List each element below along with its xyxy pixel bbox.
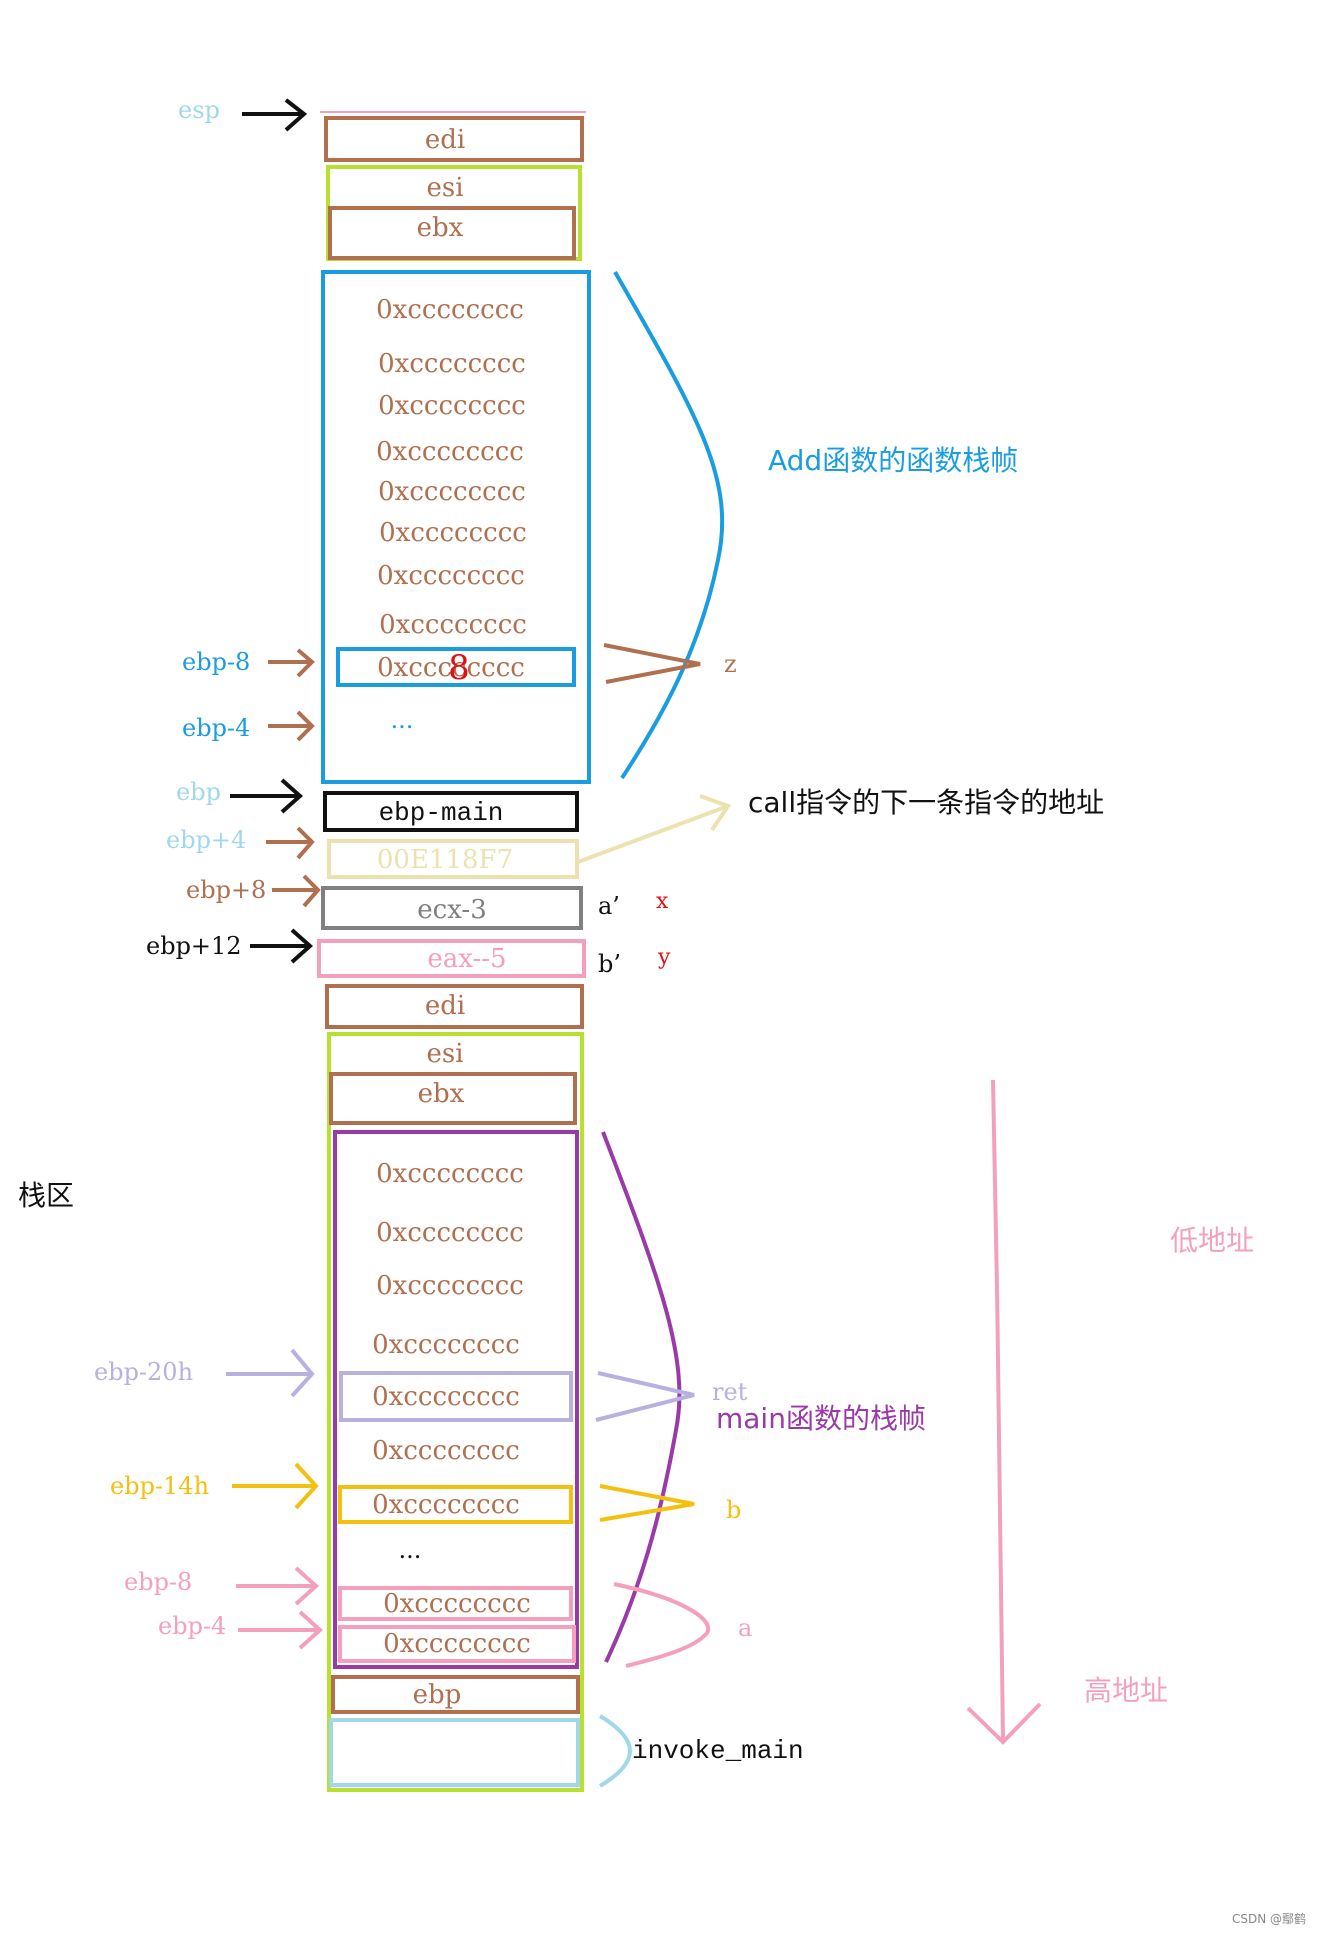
main-ellipsis: ... <box>399 1536 422 1564</box>
ret-addr-arrow <box>577 794 732 864</box>
y-label: y <box>657 945 671 970</box>
address-direction-line <box>991 1079 1005 1741</box>
main-cell-8: 0xcccccccc <box>383 1589 531 1619</box>
add-cell-7: 0xcccccccc <box>377 561 525 591</box>
main-ret-cell <box>339 1371 573 1422</box>
invoke-main-label: invoke_main <box>632 1736 804 1766</box>
low-address-label: 低地址 <box>1170 1224 1254 1257</box>
add-ebp-minus-4-arrow <box>268 710 315 742</box>
eax-label: eax--5 <box>427 944 506 974</box>
ecx-label: ecx-3 <box>417 895 486 925</box>
main-cell-2: 0xcccccccc <box>376 1218 524 1248</box>
add-cell-3: 0xcccccccc <box>378 391 526 421</box>
stack-area-label: 栈区 <box>18 1179 74 1212</box>
ebx-cell-top <box>328 206 576 260</box>
edi-cell-top <box>324 116 584 162</box>
ret-label: ret <box>712 1378 748 1406</box>
high-address-label: 高地址 <box>1084 1674 1168 1707</box>
add-cell-2: 0xcccccccc <box>378 349 526 379</box>
esp-label: esp <box>178 96 220 124</box>
main-cell-4: 0xcccccccc <box>372 1330 520 1360</box>
esp-arrow <box>242 98 308 132</box>
ebp-label-bottom: ebp <box>413 1680 462 1710</box>
main-cell-9: 0xcccccccc <box>383 1629 531 1659</box>
a-curve <box>613 1582 711 1668</box>
ret-addr-label: 00E118F7 <box>377 845 513 875</box>
main-b-cell <box>338 1485 573 1524</box>
main-ebp-minus-20h-arrow <box>226 1348 315 1398</box>
invoke-main-brace <box>598 1714 632 1788</box>
edi-label-top: edi <box>425 125 465 155</box>
main-cell-3: 0xcccccccc <box>376 1271 524 1301</box>
add-ebp-minus-4-label: ebp-4 <box>182 714 250 742</box>
add-ebp-minus-8-label: ebp-8 <box>182 648 250 676</box>
main-a-cell-1 <box>338 1586 573 1621</box>
esi-label-top: esi <box>426 173 463 203</box>
main-a-cell-2 <box>338 1625 576 1663</box>
main-outer-box <box>327 1032 584 1792</box>
ebp-plus-4-arrow <box>266 826 315 860</box>
main-frame-box <box>333 1130 579 1669</box>
add-frame-box <box>321 270 591 784</box>
ebp-plus-12-arrow <box>250 928 314 964</box>
add-ellipsis: ... <box>391 706 414 734</box>
ret-addr-cell <box>327 839 579 879</box>
main-ebp-minus-8-label: ebp-8 <box>124 1568 192 1596</box>
ebp-plus-12-label: ebp+12 <box>146 932 242 960</box>
main-ebp-minus-4-label: ebp-4 <box>158 1612 226 1640</box>
invoke-main-cell <box>329 1718 580 1787</box>
main-ebp-minus-20h-label: ebp-20h <box>94 1358 193 1386</box>
ebx-label-mid: ebx <box>418 1079 465 1109</box>
b-chevron <box>599 1484 695 1522</box>
edi-label-mid: edi <box>425 991 465 1021</box>
add-frame-label: Add函数的函数栈帧 <box>768 444 1018 477</box>
add-overlay-digit: 8 <box>448 648 470 688</box>
main-cell-5: 0xcccccccc <box>372 1382 520 1412</box>
x-label: x <box>656 889 669 914</box>
main-ebp-minus-14h-label: ebp-14h <box>110 1472 209 1500</box>
add-cell-9: 0xcccccccc <box>377 653 525 683</box>
call-next-label: call指令的下一条指令的地址 <box>748 786 1104 819</box>
a-label: a <box>738 1614 752 1642</box>
esi-label-mid: esi <box>426 1039 463 1069</box>
z-chevron <box>603 643 701 684</box>
a-prime-label: a’ <box>598 892 620 920</box>
add-z-cell <box>336 647 576 687</box>
main-ebp-minus-8-arrow <box>236 1566 319 1606</box>
ebx-label-top: ebx <box>417 213 464 243</box>
add-ebp-minus-8-arrow <box>268 648 315 678</box>
add-cell-5: 0xcccccccc <box>378 477 526 507</box>
ecx-cell <box>321 886 583 930</box>
add-cell-8: 0xcccccccc <box>379 610 527 640</box>
add-cell-6: 0xcccccccc <box>379 518 527 548</box>
ebp-label: ebp <box>176 778 221 806</box>
main-ebp-minus-14h-arrow <box>232 1462 319 1510</box>
add-frame-brace <box>613 271 725 780</box>
ebp-plus-8-label: ebp+8 <box>186 876 266 904</box>
main-frame-label: main函数的栈帧 <box>716 1402 926 1435</box>
main-cell-6: 0xcccccccc <box>372 1436 520 1466</box>
ebp-cell-bottom <box>331 1675 580 1714</box>
b-prime-label: b’ <box>598 950 621 978</box>
watermark: CSDN @鄢鹤 <box>1232 1911 1306 1926</box>
eax-cell <box>317 939 586 978</box>
main-cell-1: 0xcccccccc <box>376 1159 524 1189</box>
ebp-plus-8-arrow <box>272 874 321 908</box>
edi-cell-mid <box>325 984 584 1029</box>
z-label: z <box>724 650 737 678</box>
b-label: b <box>726 1496 741 1524</box>
ebp-main-cell <box>323 791 579 832</box>
main-ebp-minus-4-arrow <box>238 1610 323 1650</box>
ebx-cell-mid <box>329 1072 577 1125</box>
add-cell-4: 0xcccccccc <box>376 437 524 467</box>
ebp-main-label: ebp-main <box>379 798 504 828</box>
add-cell-1: 0xcccccccc <box>376 295 524 325</box>
address-direction-arrowhead <box>966 1702 1042 1745</box>
ret-chevron <box>595 1371 695 1422</box>
ebp-arrow <box>230 778 304 814</box>
main-cell-7: 0xcccccccc <box>372 1490 520 1520</box>
ebp-plus-4-label: ebp+4 <box>166 826 246 854</box>
